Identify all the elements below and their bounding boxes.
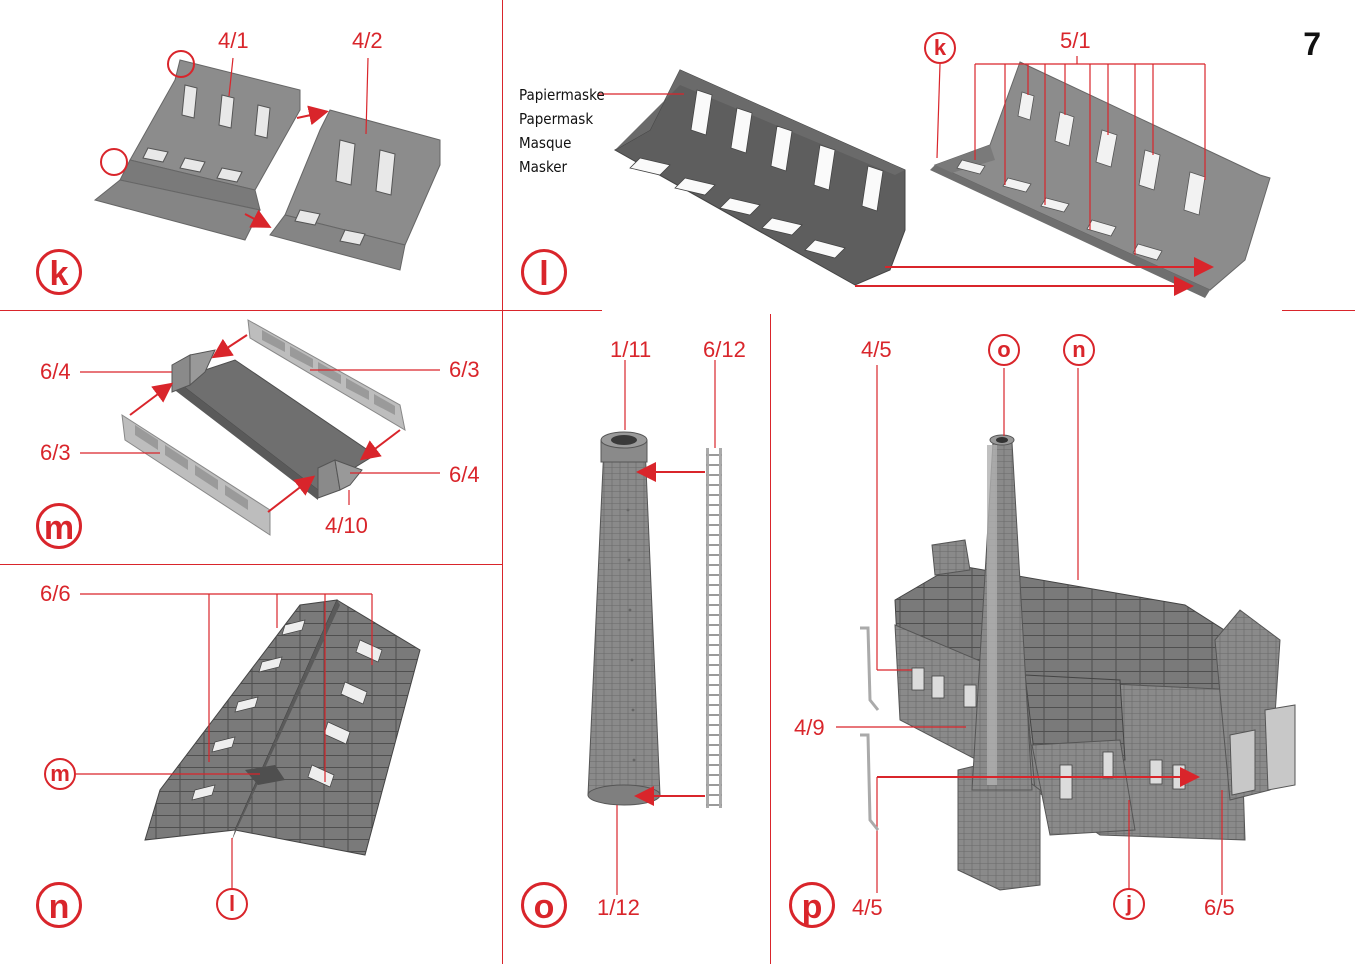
part-label-4-5-bottom: 4/5	[852, 897, 883, 919]
part-label-4-1: 4/1	[218, 30, 249, 52]
mask-label-fr: Masque	[519, 132, 571, 155]
step-n-marker: n	[36, 882, 82, 928]
part-label-4-5-top: 4/5	[861, 339, 892, 361]
panel-n-art	[76, 594, 420, 888]
part-label-4-2: 4/2	[352, 30, 383, 52]
ref-m-badge: m	[44, 758, 76, 790]
part-label-1-12: 1/12	[597, 897, 640, 919]
part-label-4-9: 4/9	[794, 717, 825, 739]
panel-m-art	[80, 320, 440, 535]
step-p-marker: p	[789, 882, 835, 928]
ref-l-badge: l	[216, 888, 248, 920]
panel-o-art	[588, 360, 722, 895]
part-label-6-3-top: 6/3	[449, 359, 480, 381]
part-label-4-10: 4/10	[325, 515, 368, 537]
step-o-marker: o	[521, 882, 567, 928]
step-k-marker: k	[36, 249, 82, 295]
step-l-marker: l	[521, 249, 567, 295]
part-label-1-11: 1/11	[610, 339, 651, 361]
part-label-6-6: 6/6	[40, 583, 71, 605]
ref-n-badge: n	[1063, 334, 1095, 366]
ref-j-badge: j	[1113, 888, 1145, 920]
ref-o-badge: o	[988, 334, 1020, 366]
part-label-5-1: 5/1	[1060, 30, 1091, 52]
ref-k-badge: k	[924, 32, 956, 64]
panel-l-art	[598, 56, 1270, 298]
part-label-6-3-mid: 6/3	[40, 442, 71, 464]
step-m-marker: m	[36, 503, 82, 549]
part-label-6-4-top: 6/4	[40, 361, 71, 383]
mask-label-de: Papiermaske	[519, 84, 605, 107]
part-label-6-5: 6/5	[1204, 897, 1235, 919]
part-label-6-12: 6/12	[703, 339, 746, 361]
panel-p-art	[836, 365, 1295, 895]
mask-label-en: Papermask	[519, 108, 593, 131]
panel-k-art	[95, 51, 440, 270]
mask-label-nl: Masker	[519, 156, 567, 179]
part-label-6-4-mid: 6/4	[449, 464, 480, 486]
